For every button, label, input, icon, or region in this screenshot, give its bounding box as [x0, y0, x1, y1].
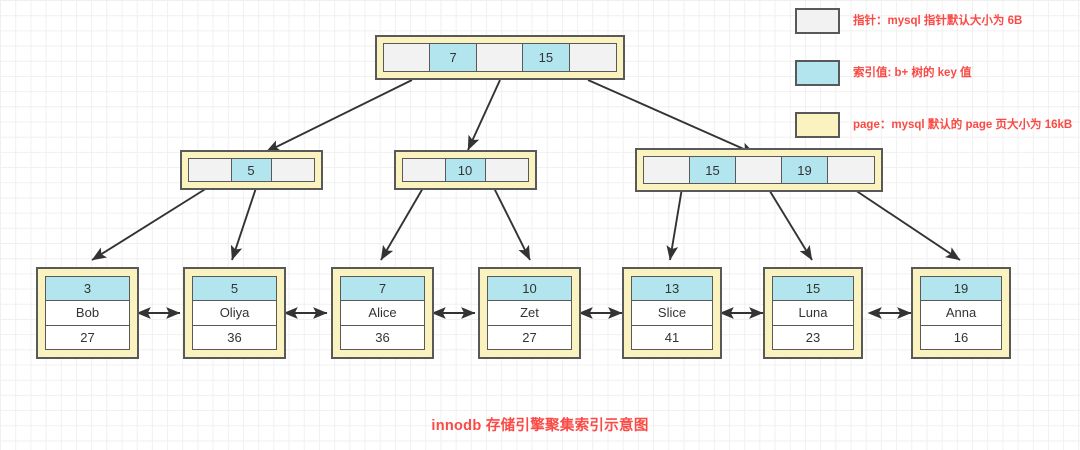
leaf-10-name: Zet	[488, 301, 571, 326]
leaf-19-name: Anna	[921, 301, 1001, 326]
root-slot-key-15[interactable]: 15	[523, 44, 570, 71]
leaf-10-value: 27	[488, 325, 571, 349]
internal-middle-slot-pointer-1[interactable]	[485, 159, 528, 181]
leaf-node-15-rows: 15 Luna 23	[772, 276, 854, 350]
legend-label-pointer: 指针：mysql 指针默认大小为 6B	[853, 14, 1023, 27]
leaf-node-13[interactable]: 13 Slice 41	[622, 267, 722, 359]
leaf-3-key: 3	[46, 277, 129, 302]
leaf-7-key: 7	[341, 277, 424, 302]
leaf-node-7[interactable]: 7 Alice 36	[331, 267, 434, 359]
leaf-5-key: 5	[193, 277, 276, 302]
internal-node-left-slots: 5	[188, 158, 315, 182]
internal-node-middle-slots: 10	[402, 158, 529, 182]
internal-middle-slot-key-10[interactable]: 10	[445, 159, 486, 181]
leaf-5-value: 36	[193, 325, 276, 349]
leaf-13-value: 41	[632, 325, 712, 349]
root-slot-pointer-2[interactable]	[569, 44, 616, 71]
internal-left-slot-key-5[interactable]: 5	[231, 159, 272, 181]
internal-node-right[interactable]: 15 19	[635, 148, 883, 192]
leaf-10-key: 10	[488, 277, 571, 302]
leaf-3-value: 27	[46, 325, 129, 349]
internal-middle-slot-pointer-0[interactable]	[403, 159, 446, 181]
leaf-19-key: 19	[921, 277, 1001, 302]
leaf-15-name: Luna	[773, 301, 853, 326]
leaf-node-10[interactable]: 10 Zet 27	[478, 267, 581, 359]
leaf-node-13-rows: 13 Slice 41	[631, 276, 713, 350]
leaf-7-name: Alice	[341, 301, 424, 326]
leaf-13-name: Slice	[632, 301, 712, 326]
root-node-slots: 7 15	[383, 43, 617, 72]
legend-swatch-index-value	[795, 60, 840, 86]
leaf-7-value: 36	[341, 325, 424, 349]
internal-node-right-slots: 15 19	[643, 156, 875, 184]
root-slot-key-7[interactable]: 7	[430, 44, 477, 71]
leaf-node-5[interactable]: 5 Oliya 36	[183, 267, 286, 359]
internal-node-middle[interactable]: 10	[394, 150, 537, 190]
leaf-19-value: 16	[921, 325, 1001, 349]
leaf-node-10-rows: 10 Zet 27	[487, 276, 572, 350]
leaf-node-5-rows: 5 Oliya 36	[192, 276, 277, 350]
leaf-15-value: 23	[773, 325, 853, 349]
root-slot-pointer-1[interactable]	[476, 44, 524, 71]
leaf-node-7-rows: 7 Alice 36	[340, 276, 425, 350]
internal-right-slot-pointer-0[interactable]	[644, 157, 690, 183]
leaf-node-15[interactable]: 15 Luna 23	[763, 267, 863, 359]
internal-right-slot-pointer-2[interactable]	[828, 157, 874, 183]
leaf-node-3[interactable]: 3 Bob 27	[36, 267, 139, 359]
internal-node-left[interactable]: 5	[180, 150, 323, 190]
legend-item-page: page：mysql 默认的 page 页大小为 16kB	[795, 112, 1075, 138]
internal-left-slot-pointer-0[interactable]	[189, 159, 232, 181]
legend-item-pointer: 指针：mysql 指针默认大小为 6B	[795, 8, 1075, 34]
root-node[interactable]: 7 15	[375, 35, 625, 80]
leaf-node-19[interactable]: 19 Anna 16	[911, 267, 1011, 359]
leaf-node-3-rows: 3 Bob 27	[45, 276, 130, 350]
root-slot-pointer-0[interactable]	[384, 44, 431, 71]
leaf-15-key: 15	[773, 277, 853, 302]
leaf-node-19-rows: 19 Anna 16	[920, 276, 1002, 350]
legend-swatch-page	[795, 112, 840, 138]
legend-label-page: page：mysql 默认的 page 页大小为 16kB	[853, 118, 1073, 131]
legend-swatch-pointer	[795, 8, 840, 34]
internal-right-slot-key-15[interactable]: 15	[690, 157, 736, 183]
internal-right-slot-pointer-1[interactable]	[736, 157, 782, 183]
internal-right-slot-key-19[interactable]: 19	[782, 157, 828, 183]
legend: 指针：mysql 指针默认大小为 6B 索引值: b+ 树的 key 值 pag…	[795, 8, 1075, 164]
legend-label-index-value: 索引值: b+ 树的 key 值	[853, 66, 972, 79]
leaf-5-name: Oliya	[193, 301, 276, 326]
legend-item-index-value: 索引值: b+ 树的 key 值	[795, 60, 1075, 86]
diagram-caption: innodb 存储引擎聚集索引示意图	[431, 418, 649, 434]
internal-left-slot-pointer-1[interactable]	[271, 159, 314, 181]
leaf-13-key: 13	[632, 277, 712, 302]
leaf-3-name: Bob	[46, 301, 129, 326]
